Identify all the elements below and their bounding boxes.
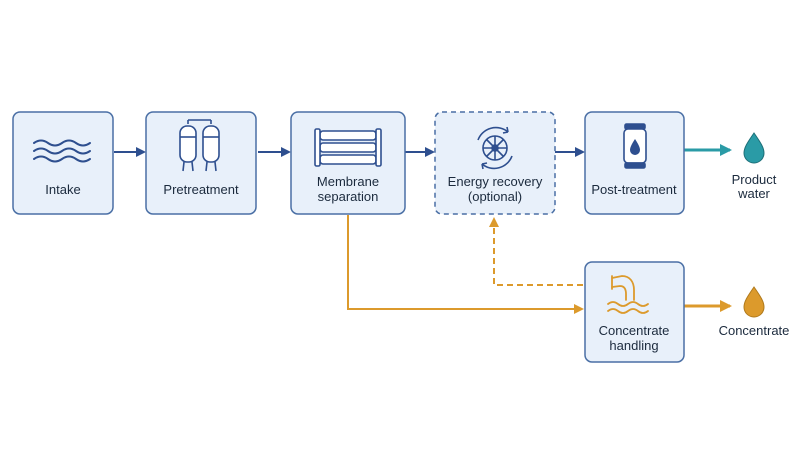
membrane-stack-icon	[314, 128, 382, 167]
pressure-vessels-icon	[179, 119, 220, 172]
intake-box: Intake	[12, 111, 114, 215]
concentrate-handling-label-line2: handling	[609, 338, 658, 353]
product-water-label-line1: Product	[732, 172, 777, 187]
droplet-icon	[743, 132, 765, 164]
droplet-icon	[743, 286, 765, 318]
turbine-icon	[477, 126, 513, 170]
arrow-concentrate-to-energy-recovery	[489, 217, 583, 286]
intake-label: Intake	[45, 182, 80, 197]
energy-recovery-box: Energy recovery (optional)	[434, 111, 556, 215]
energy-recovery-label-line2: (optional)	[468, 189, 522, 204]
concentrate-handling-label-line1: Concentrate	[599, 323, 670, 338]
post-treatment-box: Post-treatment	[584, 111, 685, 215]
concentrate-output-label: Concentrate	[719, 323, 790, 338]
membrane-label-line2: separation	[318, 189, 379, 204]
product-water-output: Product water	[732, 132, 777, 201]
concentrate-handling-box: Concentrate handling	[584, 261, 685, 363]
post-treatment-label: Post-treatment	[591, 182, 677, 197]
pretreatment-label: Pretreatment	[163, 182, 239, 197]
concentrate-output: Concentrate	[719, 286, 790, 338]
product-water-label-line2: water	[737, 186, 770, 201]
pretreatment-box: Pretreatment	[145, 111, 257, 215]
outfall-pipe-icon	[607, 275, 649, 314]
membrane-label-line1: Membrane	[317, 174, 379, 189]
membrane-separation-box: Membrane separation	[290, 111, 406, 215]
energy-recovery-label-line1: Energy recovery	[448, 174, 543, 189]
waves-icon	[33, 139, 91, 163]
cartridge-icon	[623, 123, 647, 169]
arrow-membrane-to-concentrate-handling	[347, 215, 584, 314]
